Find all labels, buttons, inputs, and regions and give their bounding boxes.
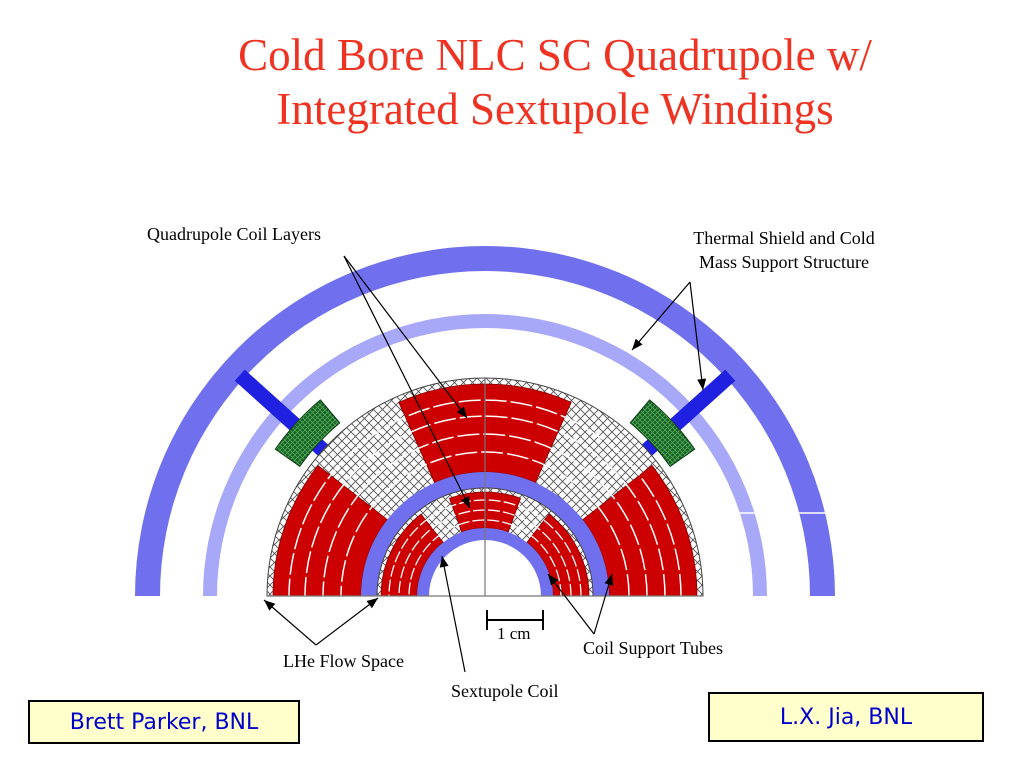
label-quadrupole-coil-layers: Quadrupole Coil Layers [147, 224, 321, 244]
scale-bar-label: 1 cm [497, 624, 531, 643]
credit-right: L.X. Jia, BNL [708, 692, 984, 742]
page-title: Cold Bore NLC SC Quadrupole w/ Integrate… [140, 28, 970, 136]
arrow-quad-layer-outer-head [456, 406, 467, 418]
inner-layer-line-2 [398, 509, 572, 597]
label-thermal-shield-line-2: Mass Support Structure [699, 252, 869, 272]
label-thermal-shield: Thermal Shield and Cold Mass Support Str… [660, 226, 908, 274]
arrow-quad-layer-inner-line [343, 255, 471, 509]
title-line-2: Integrated Sextupole Windings [276, 84, 834, 134]
arrow-coil-support-1-head [548, 574, 559, 586]
coil-support-tube-inner [417, 528, 553, 596]
inner-layer-line-1 [408, 519, 562, 597]
arrow-lhe-flow-2-head [366, 598, 378, 609]
credit-left: Brett Parker, BNL [28, 700, 300, 744]
label-coil-support-tubes: Coil Support Tubes [583, 638, 724, 658]
arrow-thermal-shield-1-line [631, 281, 691, 351]
arrow-lhe-flow-1-head [264, 600, 276, 611]
arrow-lhe-flow-2-line [315, 597, 379, 646]
arrow-sextupole-coil-line [441, 555, 466, 673]
arrow-quad-layer-outer-line [343, 255, 468, 419]
arrow-thermal-shield-2-line [689, 281, 704, 391]
label-thermal-shield-line-1: Thermal Shield and Cold [693, 228, 875, 248]
cold-mass-support-block-right [629, 399, 696, 468]
arrow-coil-support-2-head [604, 574, 614, 586]
cold-mass-support-block-left [274, 399, 341, 468]
coil-support-tube-outer [361, 472, 609, 596]
label-lhe-flow-space: LHe Flow Space [283, 651, 404, 671]
arrow-quad-layer-inner-head [461, 496, 470, 508]
arrow-thermal-shield-2-head [697, 378, 707, 390]
arrow-coil-support-1-line [547, 573, 595, 635]
arrow-sextupole-coil-head [439, 556, 449, 568]
title-line-1: Cold Bore NLC SC Quadrupole w/ [238, 30, 872, 80]
quadrupole-layer-line-3 [304, 415, 666, 597]
arrow-thermal-shield-1-head [632, 338, 643, 350]
label-sextupole-coil: Sextupole Coil [451, 681, 559, 701]
arrow-lhe-flow-1-line [263, 599, 317, 646]
